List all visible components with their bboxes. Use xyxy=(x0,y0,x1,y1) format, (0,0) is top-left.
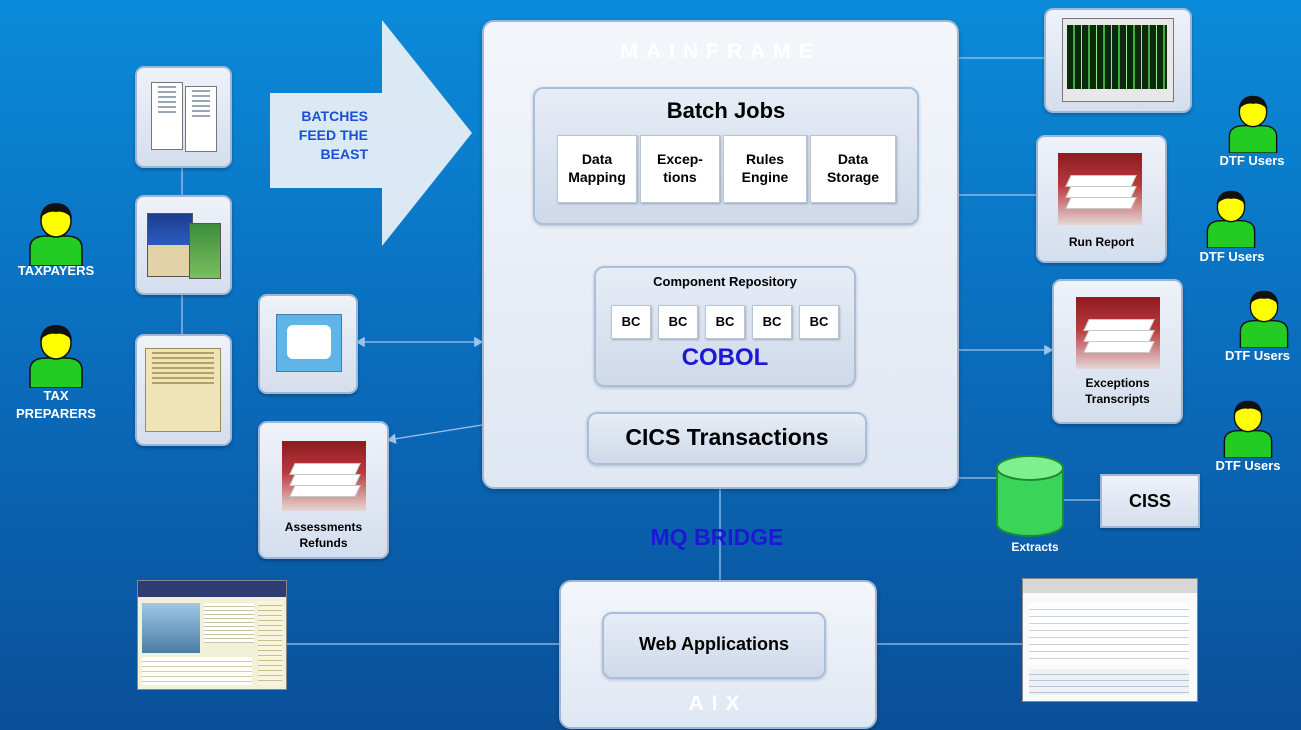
dtf-users-label: DTF Users xyxy=(1224,348,1291,363)
tax-form-card xyxy=(135,66,232,168)
person-icon xyxy=(29,325,83,388)
rules-engine-box: Rules Engine xyxy=(723,135,807,203)
extracts-label: Extracts xyxy=(1011,540,1059,554)
dtf-users-label: DTF Users xyxy=(1199,249,1265,264)
e-file-card xyxy=(135,334,232,446)
cics-transactions-box xyxy=(587,412,867,465)
mainframe-title: MAINFRAME xyxy=(620,40,821,63)
telephone-icon xyxy=(276,314,342,372)
component-repository-title: Component Repository xyxy=(653,274,797,289)
turbotax-card xyxy=(135,195,232,295)
bc-component: BC xyxy=(799,305,839,339)
web-applications-label: Web Applications xyxy=(638,634,789,654)
person-icon xyxy=(1206,190,1256,248)
dtf-users-label: DTF Users xyxy=(1219,153,1285,168)
tax-form-icon xyxy=(185,86,217,152)
website-screenshot-icon xyxy=(1022,578,1198,702)
paper-stack-icon xyxy=(1076,297,1160,369)
aix-title: AIX xyxy=(688,692,748,715)
database-cylinder-icon xyxy=(996,455,1064,537)
ciss-label: CISS xyxy=(1128,491,1171,511)
exceptions-box: Excep-tions xyxy=(640,135,720,203)
data-storage-box: Data Storage xyxy=(810,135,896,203)
ciss-box: CISS xyxy=(1100,474,1200,528)
bc-component: BC xyxy=(658,305,698,339)
batches-feed-the-beast-label: BATCHES FEED THE BEAST xyxy=(298,108,368,162)
paper-stack-icon xyxy=(282,441,366,511)
run-report-card: Run Report xyxy=(1036,135,1167,263)
mq-bridge-label: MQ BRIDGE xyxy=(650,524,784,550)
cobol-label: COBOL xyxy=(681,344,769,371)
paper-stack-icon xyxy=(1058,153,1142,225)
person-icon xyxy=(1228,95,1278,153)
tax-form-icon xyxy=(151,82,183,150)
bc-component: BC xyxy=(752,305,792,339)
telephone-card xyxy=(258,294,358,394)
bc-component: BC xyxy=(611,305,651,339)
turbotax-box-icon xyxy=(189,223,221,279)
terminal-screen-icon xyxy=(1062,18,1174,102)
taxpayers-label: TAXPAYERS xyxy=(17,263,95,278)
person-icon xyxy=(1239,290,1289,348)
terminal-report-card xyxy=(1044,8,1192,113)
website-screenshot-icon xyxy=(137,580,287,690)
batch-jobs-title: Batch Jobs xyxy=(666,98,786,123)
batches-arrow xyxy=(270,20,472,246)
bc-component: BC xyxy=(705,305,745,339)
web-applications-box xyxy=(602,612,826,679)
cics-transactions-label: CICS Transactions xyxy=(625,424,829,450)
dtf-users-label: DTF Users xyxy=(1215,458,1281,473)
run-report-label: Run Report xyxy=(1068,235,1135,249)
turbotax-box-icon xyxy=(147,213,193,277)
person-icon xyxy=(29,203,83,266)
e-file-form-icon xyxy=(145,348,221,432)
person-icon xyxy=(1223,400,1273,458)
data-mapping-box: Data Mapping xyxy=(557,135,637,203)
